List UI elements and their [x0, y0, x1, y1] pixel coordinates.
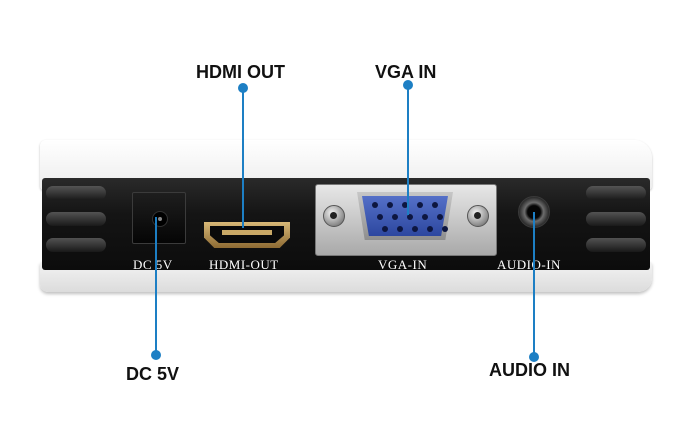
vga-pin: [407, 214, 413, 220]
vga-pin: [377, 214, 383, 220]
vga-pin: [387, 202, 393, 208]
left-ridge-2: [46, 212, 106, 226]
vga-pin: [372, 202, 378, 208]
port-label-audio: AUDIO-IN: [497, 257, 561, 272]
vga-pin: [417, 202, 423, 208]
port-label-dc: DC 5V: [133, 257, 173, 272]
vga-pin: [382, 226, 388, 232]
port-label-hdmi: HDMI-OUT: [209, 257, 279, 272]
leader-line-vga: [407, 85, 409, 215]
vga-pin: [397, 226, 403, 232]
vga-pin: [427, 226, 433, 232]
vga-pin: [432, 202, 438, 208]
left-ridge-1: [46, 186, 106, 200]
callout-hdmi-out: HDMI OUT: [196, 62, 285, 82]
vga-pin: [412, 226, 418, 232]
callout-dot-audio: [529, 352, 539, 362]
vga-pin: [437, 214, 443, 220]
right-ridge-3: [586, 238, 646, 252]
leader-line-dc: [155, 217, 157, 355]
right-ridge-1: [586, 186, 646, 200]
callout-dc-5v: DC 5V: [126, 364, 180, 384]
leader-line-hdmi: [242, 88, 244, 228]
vga-pin: [422, 214, 428, 220]
hdmi-port-tongue: [222, 230, 272, 235]
vga-pin: [392, 214, 398, 220]
right-ridge-2: [586, 212, 646, 226]
callout-vga-in: VGA IN: [375, 62, 437, 82]
leader-line-audio: [533, 212, 535, 357]
vga-right-screw: [467, 205, 489, 227]
vga-pin: [442, 226, 448, 232]
callout-audio-in: AUDIO IN: [489, 360, 570, 380]
dc-power-jack-icon: [132, 192, 186, 244]
left-ridge-3: [46, 238, 106, 252]
callout-dot-dc: [151, 350, 161, 360]
port-label-vga: VGA-IN: [378, 257, 428, 272]
vga-left-screw: [323, 205, 345, 227]
vga-pin: [402, 202, 408, 208]
